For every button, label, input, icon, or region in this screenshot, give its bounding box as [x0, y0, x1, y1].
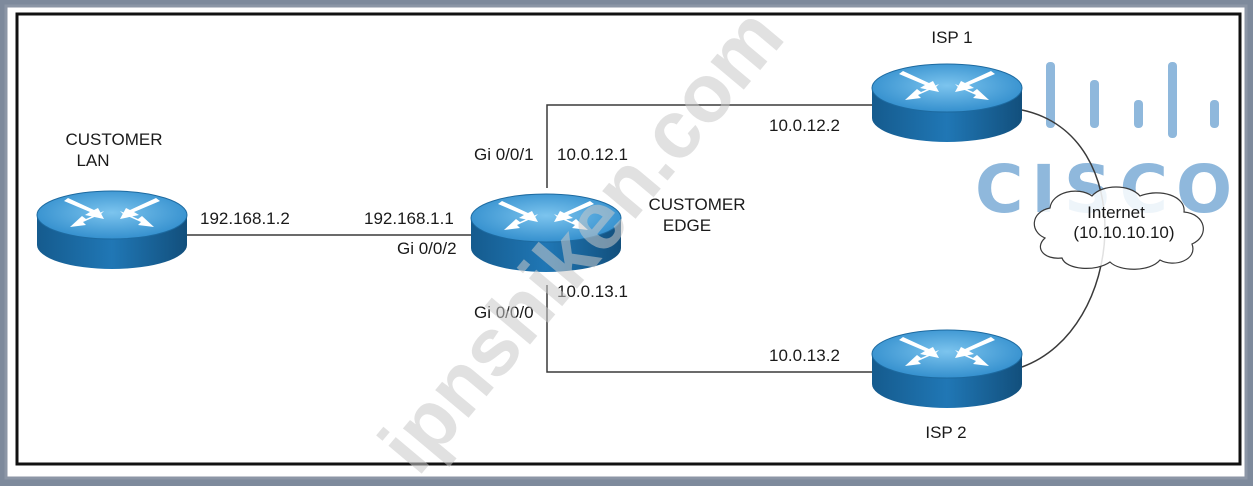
customer-lan-label-line2: LAN	[76, 151, 109, 170]
router-customer-lan	[36, 190, 188, 270]
router-isp2	[871, 329, 1023, 409]
isp1-ip-label: 10.0.12.2	[769, 116, 840, 135]
edge-gi000-ip-label: 10.0.13.1	[557, 282, 628, 301]
edge-gi001-interface-label: Gi 0/0/1	[474, 145, 534, 164]
edge-gi000-interface-label: Gi 0/0/0	[474, 303, 534, 322]
edge-gi001-ip-label: 10.0.12.1	[557, 145, 628, 164]
isp1-label: ISP 1	[931, 28, 972, 47]
diagram-border	[15, 12, 1242, 466]
internet-label: Internet	[1087, 203, 1145, 222]
edge-gi002-ip-label: 192.168.1.1	[364, 209, 454, 228]
internet-ip-label: (10.10.10.10)	[1073, 223, 1174, 242]
lan-ip-label: 192.168.1.2	[200, 209, 290, 228]
isp2-label: ISP 2	[925, 423, 966, 442]
customer-lan-label-line1: CUSTOMER	[66, 130, 163, 149]
isp2-ip-label: 10.0.13.2	[769, 346, 840, 365]
link-edge-isp1	[546, 104, 872, 188]
customer-edge-label-line2: EDGE	[663, 216, 711, 235]
customer-edge-label-line1: CUSTOMER	[649, 195, 746, 214]
internet-cloud: Internet (10.10.10.10)	[1033, 186, 1204, 270]
router-isp1	[871, 63, 1023, 143]
link-edge-isp2	[546, 285, 872, 373]
edge-gi002-interface-label: Gi 0/0/2	[397, 239, 457, 258]
